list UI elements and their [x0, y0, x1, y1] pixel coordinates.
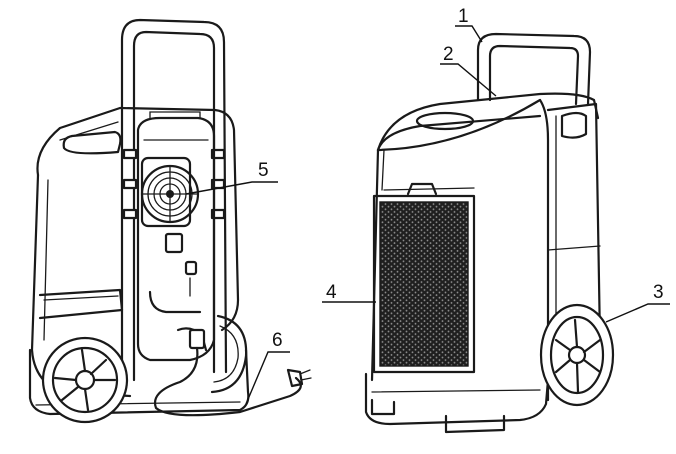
- front-air-grille: [372, 194, 476, 374]
- rear-unit-left-wheel: [41, 336, 129, 424]
- rear-fan-icon: [140, 156, 200, 228]
- power-cord: [153, 328, 312, 417]
- callout-3: 3: [653, 282, 664, 303]
- drain-port-icon: [164, 232, 184, 254]
- front-view-unit: [364, 32, 615, 434]
- callout-1: 1: [458, 6, 469, 27]
- rear-view-unit: [28, 18, 312, 424]
- top-handle-recess: [415, 111, 475, 131]
- front-wheel: [539, 303, 615, 407]
- callout-4: 4: [326, 282, 337, 303]
- callout-labels: 1 2 3 4 5 6: [258, 6, 664, 351]
- rear-handle: [120, 18, 228, 382]
- callout-5: 5: [258, 160, 269, 181]
- callout-6: 6: [272, 330, 283, 351]
- callout-2: 2: [443, 44, 454, 65]
- front-handle: [476, 32, 592, 106]
- pump-port-icon: [184, 260, 198, 276]
- rear-unit-right-wheel: [210, 314, 248, 394]
- callout-leaders: [185, 25, 670, 405]
